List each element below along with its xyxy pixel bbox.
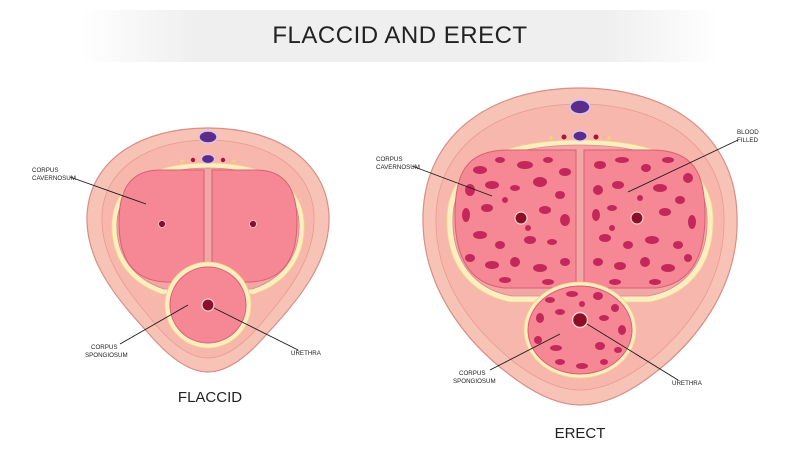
flaccid-dorsal-vein-top [198, 130, 218, 144]
title-band [80, 10, 720, 62]
erect-label-blood-filled-1: BLOOD [737, 129, 759, 136]
flaccid-dorsal-artery-left [190, 157, 196, 163]
erect-label-corpus-cavernosum-1: CORPUS [376, 156, 402, 163]
flaccid-caption: FLACCID [177, 389, 243, 406]
erect-label-urethra: URETHRA [672, 380, 703, 387]
erect-leader-blood-filled [627, 139, 739, 193]
flaccid-dorsal-artery-right [220, 157, 226, 163]
erect-urethra [571, 311, 589, 329]
erect-leader-cavernosum [411, 165, 493, 197]
page-title: FLACCID AND ERECT [272, 22, 528, 49]
erect-sinusoids-right [592, 157, 696, 285]
erect-nerve-left [549, 136, 553, 140]
erect-nerve-right [607, 136, 611, 140]
flaccid-urethra [201, 298, 215, 312]
flaccid-label-corpus-cavernosum-2: CAVERNOSUM [32, 175, 76, 182]
erect-dorsal-artery-left [561, 134, 567, 140]
erect-corpus-spongiosum [527, 285, 633, 375]
erect-artery-right [630, 211, 644, 225]
flaccid-nerve-right [232, 159, 236, 163]
erect-dorsal-vein [572, 130, 588, 142]
erect-leader-spongiosum [489, 333, 561, 371]
erect-sinusoids-spongiosum [534, 291, 626, 369]
flaccid-label-corpus-cavernosum-1: CORPUS [32, 167, 58, 174]
erect-label-corpus-spongiosum-1: CORPUS [459, 370, 485, 377]
flaccid-nerve-left [180, 159, 184, 163]
flaccid-section: CORPUS CAVERNOSUM CORPUS SPONGIOSUM URET… [32, 127, 330, 373]
erect-sinusoids-left [462, 157, 571, 285]
flaccid-artery-left [158, 220, 166, 228]
erect-caption: ERECT [554, 425, 606, 442]
flaccid-artery-right [249, 220, 257, 228]
erect-label-blood-filled-2: FILLED [737, 137, 759, 144]
flaccid-leader-urethra [213, 307, 299, 351]
flaccid-leader-spongiosum [119, 304, 189, 345]
flaccid-label-corpus-spongiosum-2: SPONGIOSUM [85, 352, 128, 359]
erect-label-corpus-spongiosum-2: SPONGIOSUM [453, 378, 496, 385]
flaccid-leader-cavernosum [69, 176, 147, 205]
erect-label-corpus-cavernosum-2: CAVERNOSUM [376, 164, 420, 171]
erect-dorsal-artery-right [593, 134, 599, 140]
flaccid-label-urethra: URETHRA [291, 350, 322, 357]
erect-dorsal-vein-top [569, 99, 591, 115]
flaccid-label-corpus-spongiosum-1: CORPUS [91, 344, 117, 351]
erect-artery-left [514, 211, 528, 225]
flaccid-dorsal-vein [200, 153, 216, 165]
erect-section: CORPUS CAVERNOSUM BLOOD FILLED CORPUS SP… [376, 87, 759, 406]
erect-leader-urethra [586, 323, 679, 381]
